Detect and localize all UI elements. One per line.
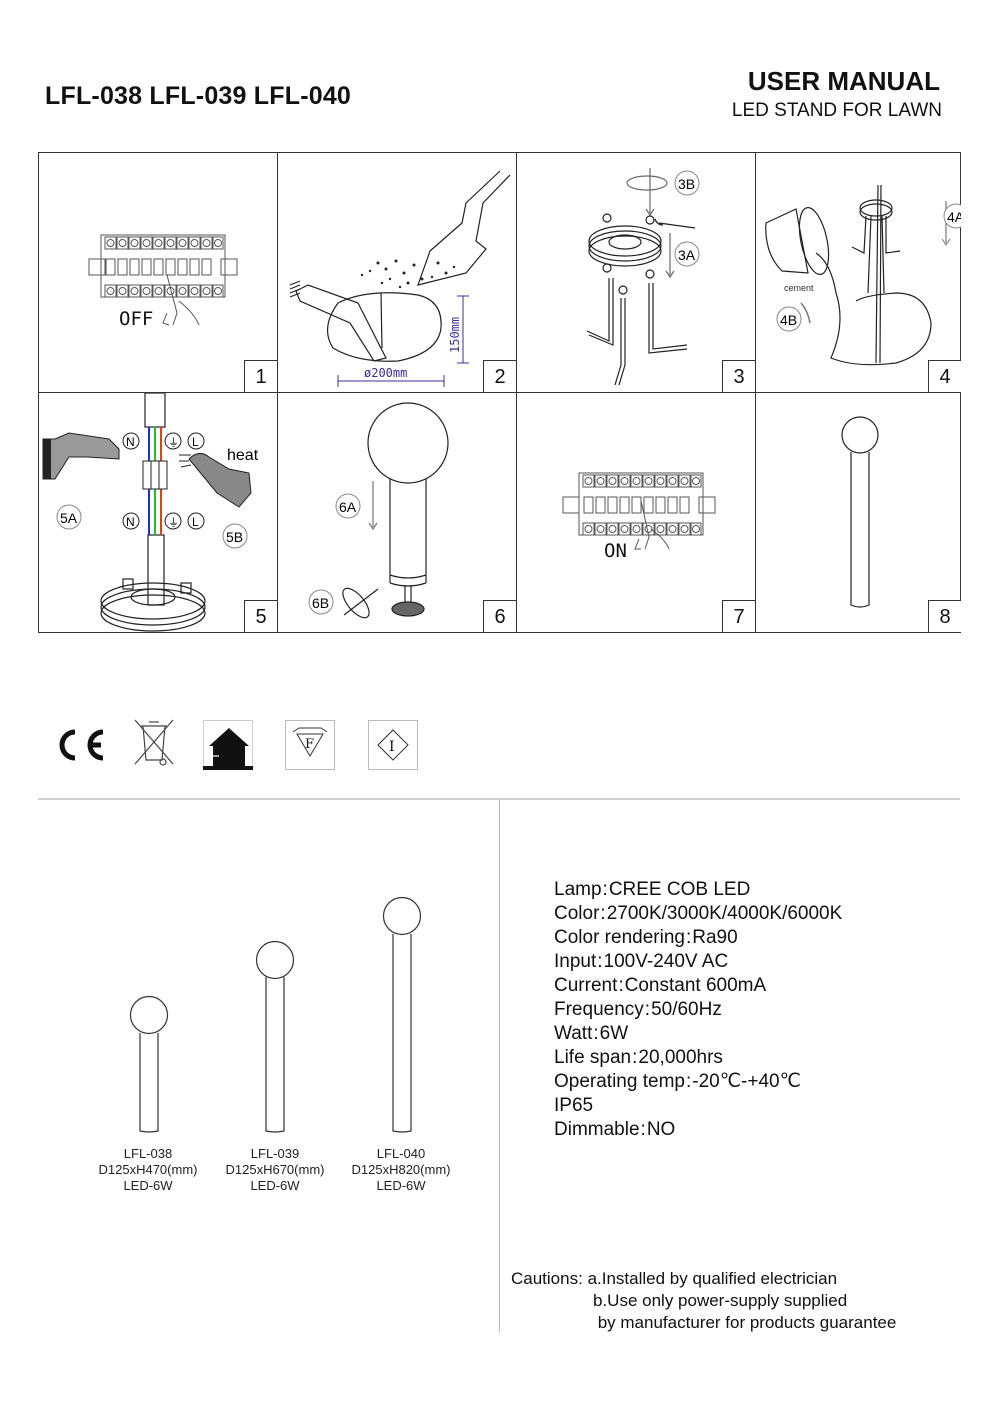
circuit-breaker-on-illustration: ON [562,472,716,562]
model-card-lfl-039: LFL-039 D125xH670(mm) LED-6W [210,1146,340,1194]
step-number-8: 8 [928,600,961,632]
svg-text:L: L [192,435,199,449]
svg-text:N: N [126,515,135,529]
spec-watt: Watt:6W [554,1023,629,1044]
svg-text:150mm: 150mm [448,317,462,353]
document-title: USER MANUAL [747,66,940,96]
circuit-breaker-off-illustration: OFF [88,234,238,330]
model-name: LFL-039 [250,1146,300,1161]
outdoor-house-icon [203,720,253,770]
finished-lamp-illustration [841,416,879,608]
column-divider [499,800,500,1332]
model-card-lfl-038: LFL-038 D125xH470(mm) LED-6W [83,1146,213,1194]
step-number-2: 2 [483,360,516,392]
model-power: LED-6W [250,1178,300,1193]
svg-text:heat: heat [227,447,259,464]
svg-text:3A: 3A [678,247,696,263]
spec-current: Current:Constant 600mA [554,975,767,996]
svg-text:4B: 4B [780,312,797,328]
spec-frequency: Frequency:50/60Hz [554,999,722,1020]
wire-connection-illustration: 5A 5B heat N ⏚ L N ⏚ L [42,393,259,632]
section-divider [38,798,960,800]
specifications-list: Lamp:CREE COB LED Color:2700K/3000K/4000… [554,878,842,1142]
class-one-icon: I [368,720,418,770]
model-lineup: LFL-038 D125xH470(mm) LED-6W LFL-039 D12… [90,880,470,1200]
svg-text:5B: 5B [226,529,243,545]
model-size: D125xH470(mm) [98,1162,198,1177]
model-power: LED-6W [376,1178,426,1193]
model-size: D125xH670(mm) [225,1162,325,1177]
weee-bin-icon [134,719,174,766]
svg-text:F: F [305,737,314,752]
anchor-bolt-assembly-illustration: 3B 3A [586,168,700,386]
installation-steps-grid: OFF 1 [38,152,961,633]
spec-color: Color:2700K/3000K/4000K/6000K [554,903,843,924]
models-title: LFL-038 LFL-039 LFL-040 [45,82,352,110]
model-card-lfl-040: LFL-040 D125xH820(mm) LED-6W [336,1146,466,1194]
caution-line-a: Cautions: a.Installed by qualified elect… [511,1269,838,1288]
svg-text:⏚: ⏚ [168,516,179,529]
svg-text:ON: ON [604,540,627,562]
step-number-7: 7 [722,600,755,632]
mount-lamp-illustration: 6A 6B [308,402,449,619]
step-number-6: 6 [483,600,516,632]
cautions-block: Cautions: a.Installed by qualified elect… [511,1268,896,1334]
caution-line-b-cont: by manufacturer for products guarantee [593,1313,897,1332]
spec-ip-rating: IP65 [554,1095,594,1116]
step-4-panel: 4A cement 4B 4 [756,153,961,393]
spec-life-span: Life span:20,000hrs [554,1047,723,1068]
svg-text:6B: 6B [312,595,329,611]
spec-lamp: Lamp:CREE COB LED [554,879,751,900]
document-subtitle: LED STAND FOR LAWN [731,100,942,121]
pour-cement-illustration: 4A cement 4B [765,184,961,366]
model-name: LFL-038 [123,1146,173,1161]
caution-line-b: b.Use only power-supply supplied [593,1291,848,1310]
spec-color-rendering: Color rendering:Ra90 [554,927,738,948]
svg-text:6A: 6A [339,499,357,515]
step-3-panel: 3B 3A 3 [517,153,756,393]
model-size: D125xH820(mm) [351,1162,451,1177]
svg-text:N: N [126,435,135,449]
step-number-5: 5 [244,600,277,632]
svg-text:I: I [389,739,395,755]
svg-text:5A: 5A [60,510,78,526]
step-2-panel: ø200mm 150mm 2 [278,153,517,393]
model-silhouettes [129,896,422,1133]
step-number-1: 1 [244,360,277,392]
dig-hole-illustration: ø200mm 150mm [289,170,511,387]
svg-text:cement: cement [784,283,814,293]
spec-input: Input:100V-240V AC [554,951,729,972]
step-1-panel: OFF 1 [39,153,278,393]
spec-dimmable: Dimmable:NO [554,1119,676,1140]
svg-text:4A: 4A [947,209,961,225]
svg-text:ø200mm: ø200mm [364,366,407,380]
ce-mark-icon [59,729,104,761]
model-name: LFL-040 [376,1146,426,1161]
svg-text:⏚: ⏚ [168,436,179,449]
step-5-panel: 5A 5B heat N ⏚ L N ⏚ L 5 [39,393,278,633]
step-8-panel: 8 [756,393,961,633]
certification-marks: F I [55,718,435,772]
svg-text:OFF: OFF [119,308,153,330]
step-number-3: 3 [722,360,755,392]
model-power: LED-6W [123,1178,173,1193]
step-6-panel: 6A 6B 6 [278,393,517,633]
svg-text:3B: 3B [678,176,695,192]
step-7-panel: ON 7 [517,393,756,633]
spec-operating-temp: Operating temp:-20℃-+40℃ [554,1071,801,1092]
step-number-4: 4 [928,360,961,392]
svg-text:L: L [192,515,199,529]
f-mark-icon: F [285,720,335,770]
